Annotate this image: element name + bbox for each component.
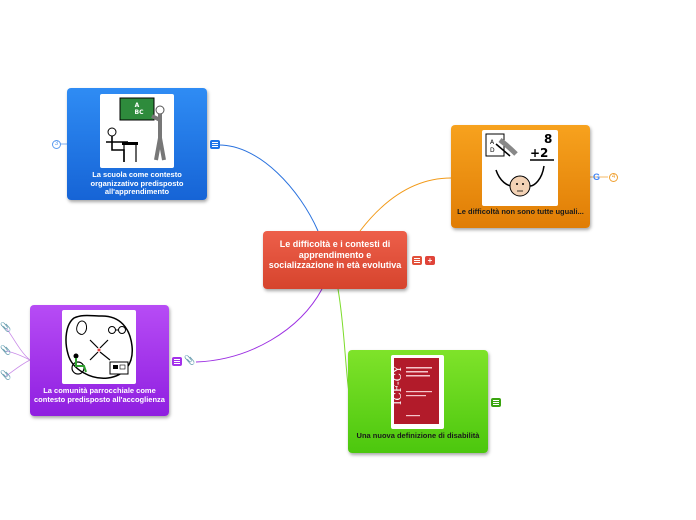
community-pictogram (62, 310, 136, 384)
book-title: ICF-CY (391, 365, 404, 405)
topic-comunita[interactable]: La comunità parrocchiale come contesto p… (30, 305, 169, 416)
topic-icf[interactable]: ICF-CY Una nuova definizione di disabili… (348, 350, 488, 453)
attachment-icon[interactable]: 📎 (0, 370, 12, 380)
svg-text:BC: BC (135, 109, 145, 116)
plus-icon[interactable]: + (425, 256, 435, 265)
collapse-icon[interactable]: 3 (52, 140, 61, 149)
note-icon[interactable] (172, 357, 182, 366)
note-icon[interactable] (210, 140, 220, 149)
note-icon[interactable] (491, 398, 501, 407)
topic-difficolta[interactable]: A D 8 +2 Le difficoltà non sono tutte ug… (451, 125, 590, 228)
topic-difficolta-label: Le difficoltà non sono tutte uguali... (457, 207, 584, 216)
topic-comunita-label: La comunità parrocchiale come contesto p… (34, 386, 165, 404)
note-icon[interactable] (412, 256, 422, 265)
teacher-pictogram: A BC (100, 94, 174, 168)
svg-text:8: 8 (544, 132, 552, 146)
central-topic[interactable]: Le difficoltà e i contesti di apprendime… (263, 231, 407, 289)
topic-scuola[interactable]: A BC La scuola come contesto organizzati… (67, 88, 207, 200)
topic-scuola-label: La scuola come contesto organizzativo pr… (90, 170, 184, 196)
svg-text:A: A (490, 139, 495, 146)
icf-book-image: ICF-CY (391, 355, 444, 429)
attachment-icon[interactable]: 📎 (0, 345, 12, 355)
central-topic-label: Le difficoltà e i contesti di apprendime… (268, 239, 402, 270)
svg-text:+2: +2 (530, 146, 548, 160)
board-text: A (135, 102, 140, 109)
math-pictogram: A D 8 +2 (482, 130, 558, 206)
topic-icf-label: Una nuova definizione di disabilità (356, 431, 480, 440)
svg-text:D: D (490, 147, 495, 154)
google-icon[interactable]: G (593, 172, 601, 182)
attachment-icon[interactable]: 📎 (184, 355, 196, 365)
collapse-icon[interactable]: 4 (609, 173, 618, 182)
attachment-icon[interactable]: 📎 (0, 322, 12, 332)
